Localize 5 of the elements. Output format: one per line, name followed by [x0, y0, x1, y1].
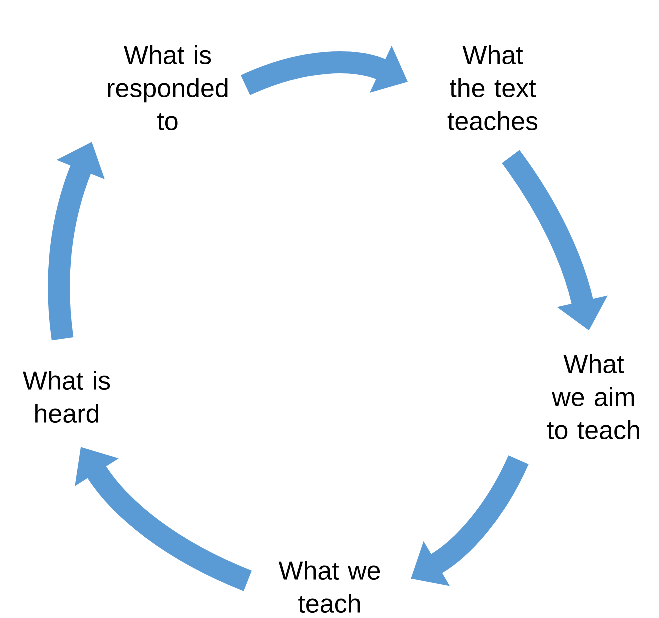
cycle-label: What is heard — [23, 370, 110, 424]
cycle-label: What we aim to teach — [547, 354, 640, 440]
cycle-label: What is responded to — [108, 45, 228, 131]
cycle-label: What the text teaches — [448, 45, 538, 131]
cycle-label: What we teach — [278, 560, 380, 614]
